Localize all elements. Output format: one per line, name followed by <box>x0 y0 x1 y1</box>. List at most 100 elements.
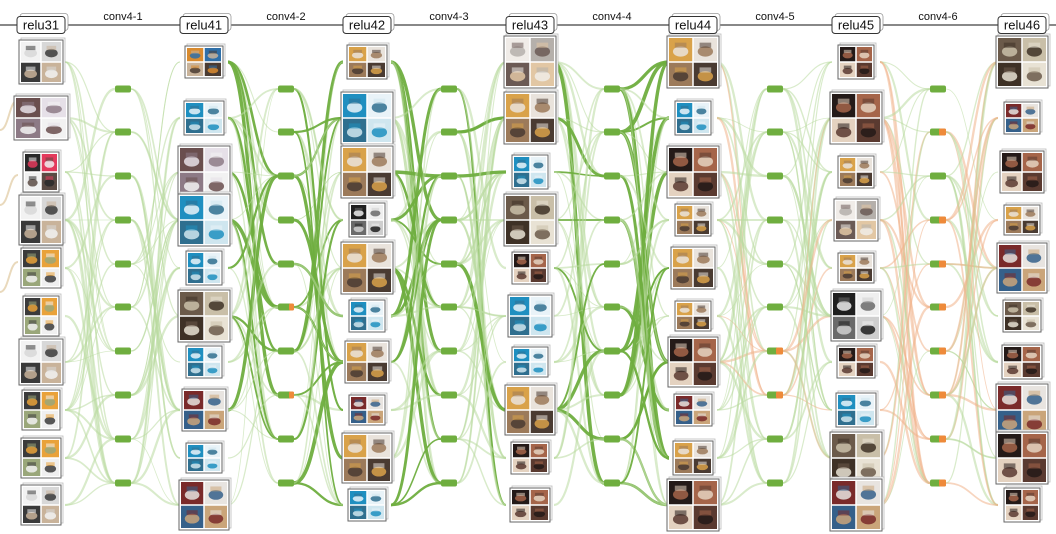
conv-node[interactable] <box>930 216 946 224</box>
image-cluster[interactable] <box>835 390 879 428</box>
conv-node[interactable] <box>930 347 946 355</box>
conv-node[interactable] <box>278 128 294 136</box>
image-cluster[interactable] <box>829 89 885 145</box>
conv-node[interactable] <box>767 479 783 487</box>
conv-node[interactable] <box>278 216 294 224</box>
conv-node[interactable] <box>604 435 620 443</box>
image-cluster[interactable] <box>674 298 714 332</box>
image-cluster[interactable] <box>185 248 225 286</box>
conv-node[interactable] <box>278 435 294 443</box>
conv-node[interactable] <box>604 85 620 93</box>
conv-node[interactable] <box>278 260 294 268</box>
image-cluster[interactable] <box>185 440 225 474</box>
conv-node[interactable] <box>115 85 131 93</box>
conv-node[interactable] <box>115 479 131 487</box>
image-cluster[interactable] <box>1001 342 1045 380</box>
conv-node[interactable] <box>767 260 783 268</box>
image-cluster[interactable] <box>1003 485 1043 523</box>
conv-node[interactable] <box>441 128 457 136</box>
conv-node[interactable] <box>441 391 457 399</box>
layer-header-relu42[interactable]: relu42 <box>342 13 395 34</box>
conv-node[interactable] <box>930 391 946 399</box>
conv-node[interactable] <box>441 479 457 487</box>
conv-node[interactable] <box>278 172 294 180</box>
image-cluster[interactable] <box>1002 297 1044 333</box>
conv-node[interactable] <box>115 128 131 136</box>
conv-node[interactable] <box>767 85 783 93</box>
conv-node[interactable] <box>604 479 620 487</box>
image-cluster[interactable] <box>511 249 551 285</box>
conv-node[interactable] <box>930 435 946 443</box>
image-cluster[interactable] <box>509 485 553 523</box>
image-cluster[interactable] <box>177 191 233 247</box>
image-cluster[interactable] <box>837 153 877 189</box>
image-cluster[interactable] <box>503 89 559 145</box>
conv-node[interactable] <box>441 216 457 224</box>
conv-node[interactable] <box>604 128 620 136</box>
conv-node[interactable] <box>115 172 131 180</box>
conv-node[interactable] <box>604 303 620 311</box>
conv-node[interactable] <box>278 391 294 399</box>
conv-node[interactable] <box>441 347 457 355</box>
conv-node[interactable] <box>930 172 946 180</box>
layer-header-relu31[interactable]: relu31 <box>16 13 69 34</box>
conv-node[interactable] <box>115 391 131 399</box>
image-cluster[interactable] <box>348 392 388 426</box>
image-cluster[interactable] <box>830 288 884 342</box>
image-cluster[interactable] <box>674 201 714 237</box>
conv-node[interactable] <box>441 260 457 268</box>
conv-node[interactable] <box>115 260 131 268</box>
image-cluster[interactable] <box>995 381 1051 437</box>
image-cluster[interactable] <box>837 42 877 80</box>
image-cluster[interactable] <box>503 191 559 247</box>
image-cluster[interactable] <box>672 438 716 476</box>
image-cluster[interactable] <box>670 244 718 290</box>
image-cluster[interactable] <box>667 334 721 388</box>
image-cluster[interactable] <box>20 435 64 479</box>
image-cluster[interactable] <box>837 250 877 284</box>
image-cluster[interactable] <box>674 98 714 136</box>
image-cluster[interactable] <box>18 336 66 386</box>
layer-header-relu45[interactable]: relu45 <box>831 13 884 34</box>
conv-node[interactable] <box>278 479 294 487</box>
conv-node[interactable] <box>115 435 131 443</box>
image-cluster[interactable] <box>344 338 392 384</box>
layer-header-relu46[interactable]: relu46 <box>997 13 1050 34</box>
conv-node[interactable] <box>441 85 457 93</box>
conv-node[interactable] <box>604 216 620 224</box>
image-cluster[interactable] <box>347 486 389 522</box>
layer-header-relu43[interactable]: relu43 <box>505 13 558 34</box>
image-cluster[interactable] <box>511 344 551 378</box>
image-cluster[interactable] <box>341 430 395 484</box>
conv-node[interactable] <box>767 435 783 443</box>
image-cluster[interactable] <box>673 391 715 427</box>
conv-node[interactable] <box>441 172 457 180</box>
image-cluster[interactable] <box>829 429 885 485</box>
image-cluster[interactable] <box>348 297 388 333</box>
conv-node[interactable] <box>930 260 946 268</box>
image-cluster[interactable] <box>1003 99 1043 135</box>
image-cluster[interactable] <box>22 293 62 337</box>
conv-node[interactable] <box>767 172 783 180</box>
conv-node[interactable] <box>441 303 457 311</box>
conv-node[interactable] <box>767 347 783 355</box>
conv-node[interactable] <box>930 479 946 487</box>
image-cluster[interactable] <box>340 143 396 199</box>
image-cluster[interactable] <box>183 98 227 136</box>
image-cluster[interactable] <box>666 143 722 199</box>
image-cluster[interactable] <box>504 382 558 436</box>
conv-node[interactable] <box>604 172 620 180</box>
image-cluster[interactable] <box>340 89 396 145</box>
image-cluster[interactable] <box>666 476 722 532</box>
conv-node[interactable] <box>278 85 294 93</box>
image-cluster[interactable] <box>1003 202 1043 236</box>
conv-node[interactable] <box>441 435 457 443</box>
image-cluster[interactable] <box>995 33 1051 89</box>
conv-node[interactable] <box>278 347 294 355</box>
conv-node[interactable] <box>930 128 946 136</box>
image-cluster[interactable] <box>22 149 62 193</box>
image-cluster[interactable] <box>20 482 64 526</box>
conv-node[interactable] <box>930 85 946 93</box>
image-cluster[interactable] <box>503 33 559 89</box>
image-cluster[interactable] <box>177 287 233 343</box>
